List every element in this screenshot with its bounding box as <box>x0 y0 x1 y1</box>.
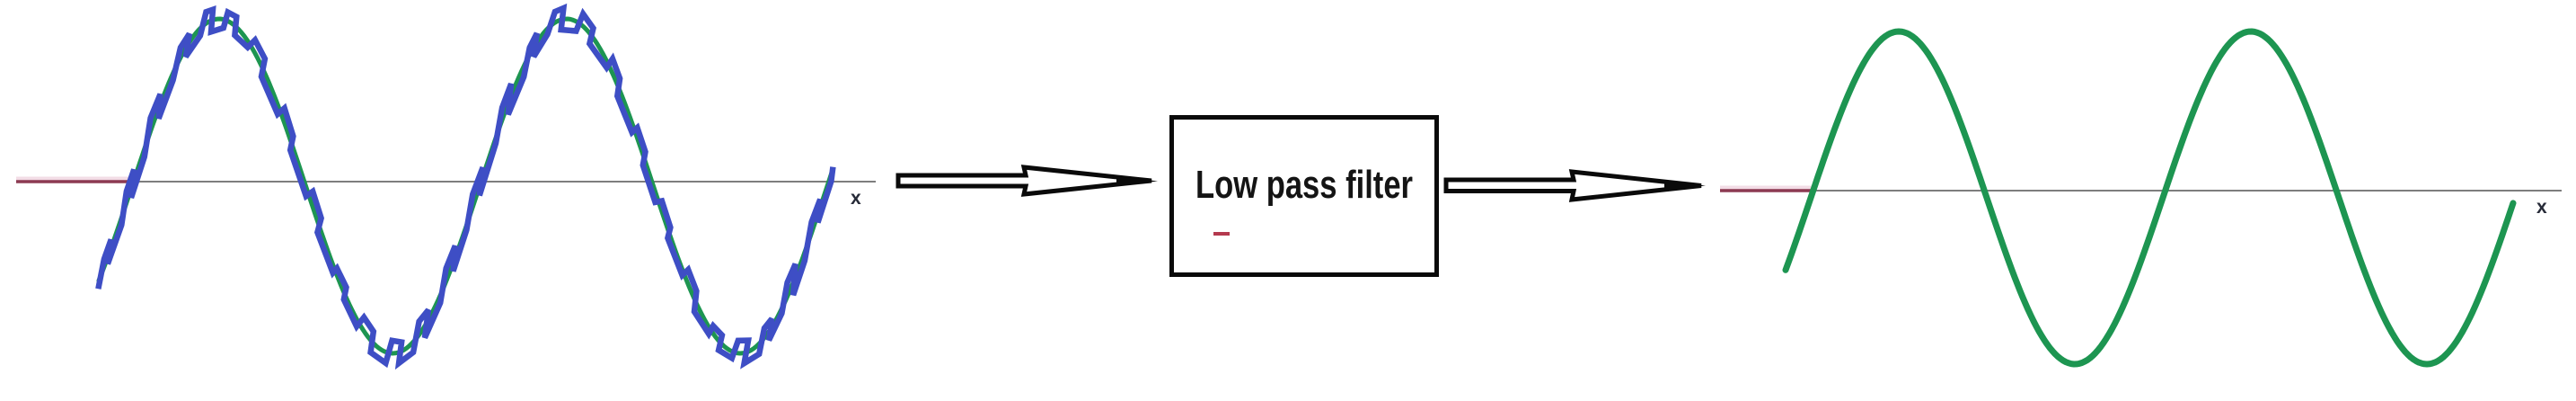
input-noisy-signal <box>95 3 836 370</box>
output-plot: x <box>1720 28 2562 368</box>
output-arrow-body <box>1443 169 1702 202</box>
output-arrow-tip <box>1664 181 1706 191</box>
filter-box-outline <box>1169 115 1439 277</box>
filter-box-label: Low pass filter <box>1195 163 1413 207</box>
input-arrow-icon <box>895 165 1158 197</box>
input-clean-signal <box>96 16 834 356</box>
output-clean-signal <box>1782 28 2517 368</box>
output-arrow-icon <box>1443 169 1706 202</box>
filter-box: Low pass filter <box>1169 115 1439 277</box>
output-x-axis-label: x <box>2536 197 2547 218</box>
input-x-axis-label: x <box>851 188 861 209</box>
input-arrow-tip <box>1116 176 1158 186</box>
input-arrow-body <box>895 165 1152 197</box>
input-plot: x <box>16 3 876 370</box>
